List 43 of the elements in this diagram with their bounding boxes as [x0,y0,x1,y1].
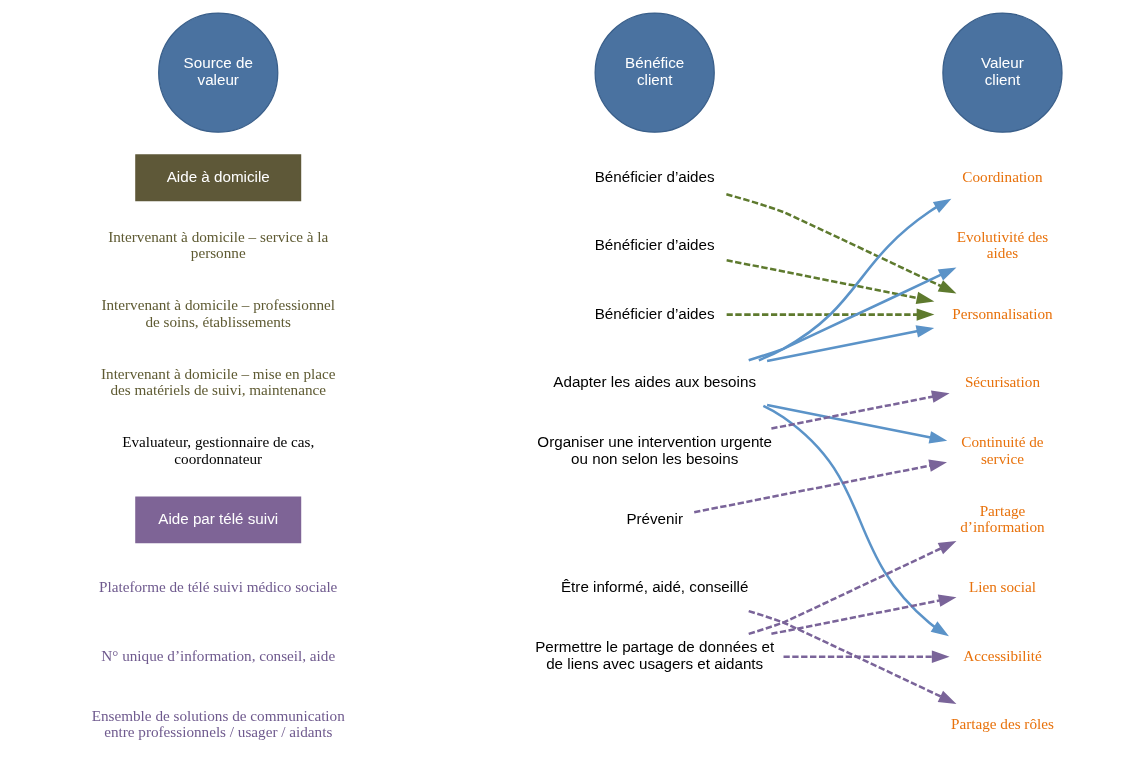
arrow [693,459,947,514]
node-text: Partage d’information [960,501,1045,536]
node-circle: Bénéfice client [594,12,715,133]
arrow [726,258,935,305]
node-circle: Source de valeur [158,12,279,133]
arrow [783,650,950,663]
node-text: Continuité de service [961,433,1044,467]
arrow [766,325,935,363]
label: Evaluateur, gestionnaire de cas, coordonnateur [122,433,315,467]
node-text: Permettre le partage de données et de liens avec usagers et aidants [535,638,775,672]
node-text: Personnalisation [952,304,1053,322]
label: Intervenant à domicile – mise en place des matériels de suivi, maintenance [101,364,336,399]
label: Plateforme de télé suivi médico sociale [99,578,338,596]
label: Intervenant à domicile – professionnel de soins, établissements [101,296,336,330]
node-text: Adapter les aides aux besoins [553,372,756,390]
label: Ensemble de solutions de communication entre professionnels / usager / aidants [91,706,345,741]
node-text: Organiser une intervention urgente ou non selon les besoins [537,433,773,467]
arrow [758,198,952,362]
node-text: Bénéficier d’aides [594,236,715,254]
node-text: Bénéficier d’aides [594,304,715,322]
node-circle: Valeur client [942,12,1063,133]
node-text: Evolutivité des aides [956,227,1049,262]
label: N° unique d’information, conseil, aide [101,646,336,664]
arrow [748,541,957,636]
arrow [748,267,957,362]
arrow [766,403,948,444]
arrow [762,404,949,637]
arrow [771,594,957,636]
arrow [726,193,957,294]
arrow [726,308,935,321]
node-box: Aide par télé suivi [135,496,302,544]
node-text: Partage des rôles [951,715,1054,733]
label: Intervenant à domicile – service à la personne [108,227,329,262]
node-box: Aide à domicile [135,154,302,202]
node-text: Lien social [968,578,1036,596]
arrow [748,609,957,704]
node-text: Bénéficier d’aides [594,167,715,185]
node-text: Être informé, aidé, conseillé [560,578,749,596]
node-text: Accessibilité [963,646,1042,664]
arrow [771,390,950,430]
node-text: Coordination [962,167,1043,185]
node-text: Sécurisation [964,372,1040,390]
node-text: Prévenir [626,509,683,527]
